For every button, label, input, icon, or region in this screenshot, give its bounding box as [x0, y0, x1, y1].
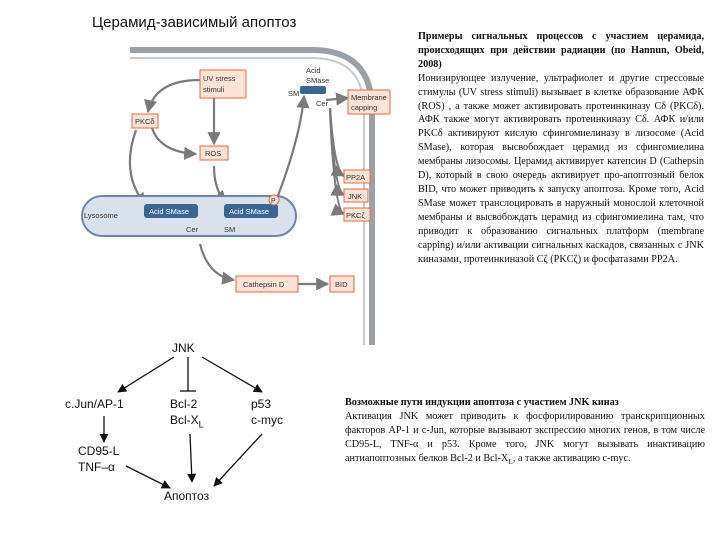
- cer-top-label: Cer: [316, 99, 329, 108]
- lysosome-label: Lysosome: [84, 211, 118, 220]
- cathepsin-d-label: Cathepsin D: [243, 280, 285, 289]
- arrow-cd95-to-apoptosis: [125, 465, 171, 489]
- paragraph1-body: Ионизирующее излучение, ультрафиолет и д…: [418, 72, 704, 265]
- acid-smase-top-line1: Acid: [306, 66, 321, 75]
- paragraph2-heading: Возможные пути индукции апоптоза с участ…: [345, 397, 619, 408]
- ros-box: [199, 145, 229, 161]
- bid-label: BID: [335, 280, 348, 289]
- arrow-pkc-to-ros: [150, 127, 198, 160]
- paragraph2-body-sub: L: [508, 456, 513, 466]
- arrow-jnk-to-cjun: [117, 356, 175, 393]
- arrow-jnk-to-p53: [201, 356, 263, 393]
- node-cjun-ap1: c.Jun/AP-1: [65, 397, 124, 411]
- uv-stress-line2: stimuli: [203, 85, 225, 94]
- node-p53: p53: [251, 397, 272, 411]
- arrow-smase-to-membrane: [272, 94, 310, 207]
- phosphate-mark: [268, 194, 280, 206]
- membrane-capping-box: [347, 89, 391, 115]
- pp2a-label: PP2A: [346, 173, 365, 182]
- node-bclxl-sub: L: [198, 419, 204, 430]
- pkc-delta-label: PKCδ: [135, 117, 155, 126]
- phosphate-label: P: [271, 198, 276, 205]
- sm-low-label: SM: [224, 225, 235, 234]
- node-bclxl-base: Bcl-X: [170, 413, 199, 427]
- node-apoptosis: Апоптоз: [164, 489, 210, 503]
- acid-smase-enzyme-a: [144, 204, 198, 218]
- acid-smase-top-line2: SMase: [306, 76, 329, 85]
- pp2a-box: [343, 169, 371, 184]
- arrow-cer-to-capping: [325, 92, 350, 106]
- paragraph2-body-pre: Активация JNK может приводить к фосфорил…: [345, 410, 705, 464]
- arrow-cer-to-pkczeta: [328, 107, 346, 216]
- pkc-zeta-box: [343, 207, 371, 222]
- sm-top-label: SM: [288, 89, 299, 98]
- page-title: Церамид-зависимый апоптоз: [92, 14, 297, 31]
- membrane-capping-line1: Membrane: [351, 93, 387, 102]
- acid-smase-enzyme-b: [224, 204, 278, 218]
- node-tnf-alpha: TNF–α: [78, 460, 115, 474]
- node-cd95l: CD95-L: [78, 444, 120, 458]
- cathepsin-d-box: [235, 275, 299, 293]
- cer-low-label: Cer: [186, 225, 199, 234]
- node-jnk: JNK: [172, 341, 195, 355]
- ros-label: ROS: [205, 149, 221, 158]
- membrane-capping-line2: capping: [351, 103, 377, 112]
- arrow-uv-to-pkc: [144, 78, 201, 114]
- node-bcl2: Bcl-2: [170, 397, 198, 411]
- arrow-pkc-to-lysosome: [128, 129, 147, 206]
- paragraph-ceramide-signaling: Примеры сигнальных процессов с участием …: [418, 30, 704, 266]
- pkc-delta-box: [131, 113, 159, 129]
- node-cmyc: c-myc: [251, 413, 283, 427]
- uv-stress-line1: UV stress: [203, 74, 236, 83]
- acid-smase-a-label: Acid SMase: [149, 207, 189, 216]
- uv-stress-box: [199, 69, 247, 99]
- bid-box: [329, 275, 355, 293]
- jnk-box: [343, 188, 369, 203]
- arrow-cer-to-cathepsin: [198, 243, 236, 285]
- pkc-zeta-label: PKCζ: [346, 211, 365, 220]
- node-bclxl: Bcl-XL: [170, 413, 204, 432]
- acid-smase-b-label: Acid SMase: [229, 207, 269, 216]
- arrow-p53-to-apoptosis: [213, 433, 263, 487]
- acid-smase-membrane-enzyme: [300, 86, 326, 94]
- paragraph-jnk-apoptosis: Возможные пути индукции апоптоза с участ…: [345, 396, 705, 469]
- arrow-bcl-to-apoptosis: [187, 433, 197, 483]
- jnk-small-label: JNK: [348, 192, 362, 201]
- paragraph1-heading: Примеры сигнальных процессов с участием …: [418, 31, 704, 70]
- paragraph2-body-post: , а также активацию c-myc.: [512, 452, 631, 464]
